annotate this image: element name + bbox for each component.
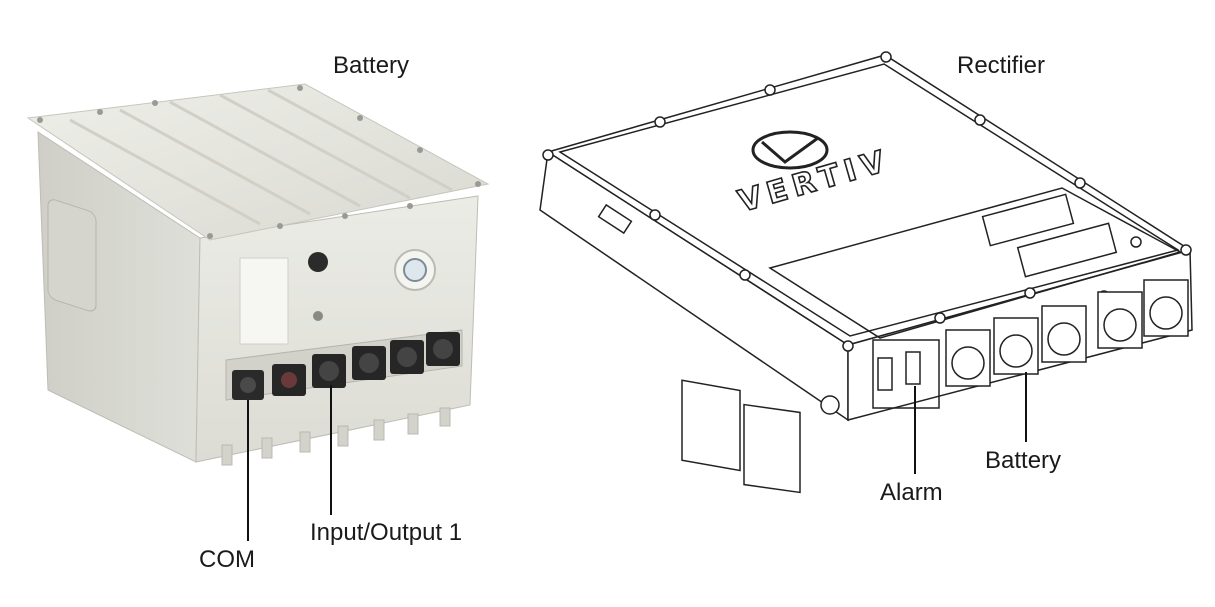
leader-line-battery-port <box>1025 372 1027 442</box>
rectifier-unit-drawing <box>539 51 1193 494</box>
battery-unit-image <box>26 83 490 466</box>
com-port-label: COM <box>199 546 255 573</box>
battery-connectors <box>232 332 460 400</box>
leader-line-com <box>247 400 249 541</box>
rectifier-unit-title: Rectifier <box>957 52 1046 79</box>
input-output-1-label: Input/Output 1 <box>310 519 463 546</box>
battery-unit-title: Battery <box>333 52 410 79</box>
leader-line-alarm <box>914 386 916 474</box>
battery-port-label: Battery <box>985 447 1062 474</box>
alarm-port-label: Alarm <box>880 479 943 506</box>
leader-line-input-output-1 <box>330 385 332 515</box>
